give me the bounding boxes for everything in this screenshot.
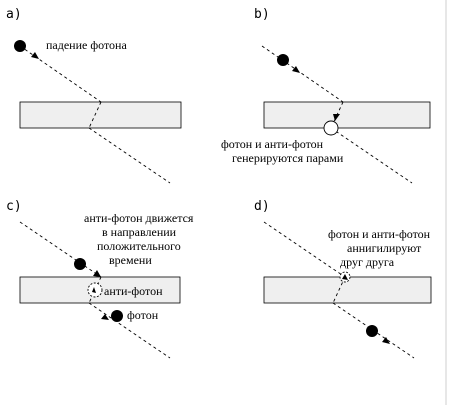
panel-a-label: a): [6, 7, 22, 22]
ray-b-outgoing: [330, 127, 413, 184]
panel-c-anti-label: анти-фотон: [104, 284, 163, 298]
photon-c-bottom: [111, 310, 123, 322]
panel-d-caption-2: аннигилируют: [347, 241, 422, 255]
arrow-c-anti: [92, 287, 96, 293]
slab-a: [19, 101, 182, 129]
panel-d-caption-1: фотон и анти-фотон: [328, 227, 431, 241]
panel-d-caption-3: друг друга: [340, 255, 395, 269]
arrow-b-1: [292, 66, 300, 73]
arrow-d-anti: [342, 274, 348, 280]
panel-b: b) фотон и анти-фотон генерируются парам…: [221, 7, 431, 184]
photon-a: [14, 40, 26, 52]
panel-c-label: c): [6, 199, 22, 214]
photon-c-top: [74, 258, 86, 270]
arrow-c-2: [101, 314, 109, 320]
ray-d-incoming: [263, 221, 346, 278]
panel-c-photon-label: фотон: [127, 308, 159, 322]
panel-d-label: d): [254, 199, 270, 214]
panel-c-caption-1: анти-фотон движется: [84, 211, 194, 225]
panel-b-caption-1: фотон и анти-фотон: [221, 137, 324, 151]
ray-c-outgoing: [88, 302, 171, 359]
arrow-d: [382, 337, 390, 344]
panel-b-caption-2: генерируются парами: [232, 151, 344, 165]
ray-c-incoming: [19, 221, 102, 278]
arrow-c-1: [93, 270, 101, 277]
panel-a: a) падение фотона: [6, 7, 182, 184]
panel-a-caption: падение фотона: [46, 38, 127, 52]
panel-b-label: b): [254, 7, 270, 22]
arrow-a: [31, 52, 39, 59]
ray-b-incoming: [261, 45, 344, 103]
ray-a-refracted: [88, 101, 102, 129]
panel-d: d) фотон и анти-фотон аннигилируют друг …: [254, 199, 432, 359]
anti-photon-b: [323, 120, 339, 136]
ray-a-incoming: [19, 45, 102, 103]
arrow-b-2: [333, 114, 340, 121]
slab-b: [263, 101, 431, 129]
photon-b: [277, 54, 289, 66]
photon-d: [366, 325, 378, 337]
panel-c: c) анти-фотон движется в направлении пол…: [6, 199, 194, 359]
ray-a-outgoing: [88, 127, 171, 184]
panel-c-caption-2: в направлении: [102, 225, 177, 239]
ray-d-refracted: [332, 276, 346, 304]
panel-c-caption-3: положительного: [97, 239, 181, 253]
panel-c-caption-4: времени: [109, 253, 152, 267]
